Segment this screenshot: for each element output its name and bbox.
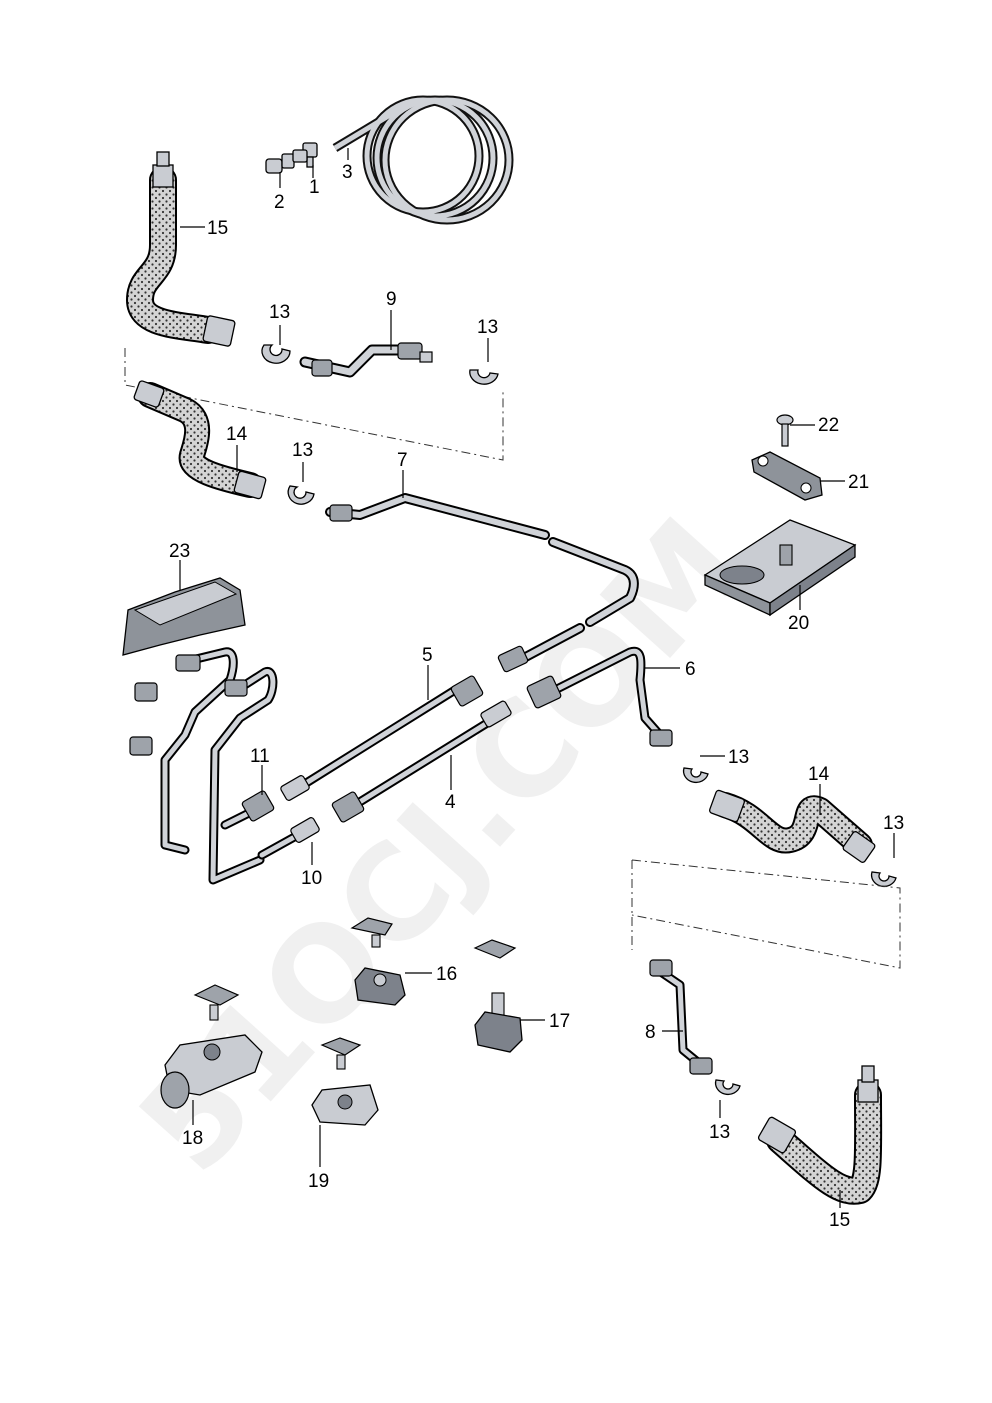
callout-2: 2 — [274, 192, 285, 213]
callout-6: 6 — [685, 659, 696, 680]
callout-14-lower: 14 — [808, 764, 830, 785]
callout-21: 21 — [848, 472, 869, 493]
brake-pipe-6 — [526, 646, 673, 747]
callout-13-a: 13 — [269, 302, 290, 323]
callout-13-b: 13 — [477, 317, 498, 338]
callout-13-d: 13 — [728, 747, 749, 768]
pipe-holder-18 — [160, 984, 263, 1109]
callout-15-bottom: 15 — [829, 1210, 850, 1231]
callout-13-e: 13 — [883, 813, 904, 834]
callout-3: 3 — [342, 162, 353, 183]
pipe-bundle-left — [129, 647, 278, 885]
clamp-21 — [751, 451, 823, 501]
pipe-holder-17 — [473, 939, 523, 1053]
callout-23: 23 — [169, 541, 190, 562]
leader-lines — [179, 148, 895, 1208]
brake-hose-14-lower — [708, 789, 876, 863]
retaining-clip-right — [682, 767, 897, 1096]
callout-13-c: 13 — [292, 440, 313, 461]
brake-hose-top-left — [126, 151, 236, 347]
callout-5: 5 — [422, 645, 433, 666]
brake-hose-14-upper — [133, 380, 267, 500]
pipe-holder-19 — [311, 1037, 379, 1126]
retaining-clip — [261, 344, 499, 505]
callout-9: 9 — [386, 289, 397, 310]
coiled-pipe — [332, 95, 514, 225]
heat-shield-23 — [122, 577, 246, 656]
callout-19: 19 — [308, 1171, 329, 1192]
callout-14-upper: 14 — [226, 424, 248, 445]
brake-hose-bottom-right — [757, 1065, 883, 1205]
callout-1: 1 — [309, 177, 320, 198]
screw-22 — [776, 414, 794, 447]
brake-pipes-center — [220, 675, 512, 860]
brake-pipe-7 — [325, 493, 639, 673]
reference-line — [124, 348, 504, 461]
callout-17: 17 — [549, 1011, 570, 1032]
callout-13-f: 13 — [709, 1122, 730, 1143]
callout-labels: 1 2 3 15 13 9 13 14 13 7 22 21 20 23 5 6… — [169, 162, 904, 1231]
callout-7: 7 — [397, 450, 408, 471]
callout-20: 20 — [788, 613, 809, 634]
callout-22: 22 — [818, 415, 839, 436]
mounting-bracket-20 — [703, 519, 857, 617]
callout-18: 18 — [182, 1128, 203, 1149]
callout-16: 16 — [436, 964, 457, 985]
reference-line-lower — [631, 859, 901, 969]
callout-11: 11 — [250, 746, 270, 767]
callout-8: 8 — [645, 1022, 656, 1043]
callout-10: 10 — [301, 868, 322, 889]
callout-15-top: 15 — [207, 218, 228, 239]
brake-pipe-9 — [299, 342, 433, 378]
pipe-holder-16 — [350, 917, 406, 1006]
fitting-2 — [265, 149, 308, 174]
callout-4: 4 — [445, 792, 456, 813]
brake-pipe-8 — [649, 959, 713, 1075]
